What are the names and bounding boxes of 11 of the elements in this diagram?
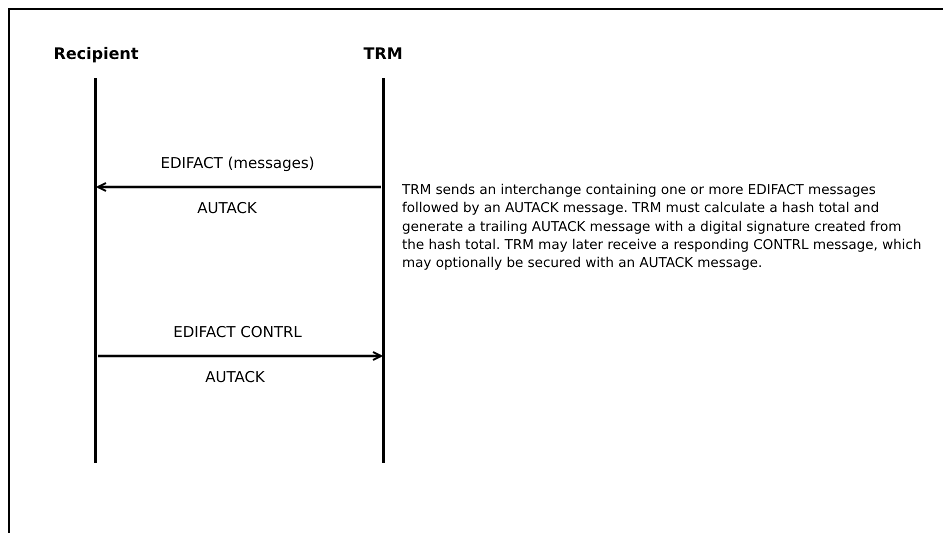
description-text: TRM sends an interchange containing one or more EDIFACT messages followed by an AUTACK message. TRM must calculate a hash total and generate a trailing AUTACK message with a digital signature created from the hash total. TRM may later receive a responding CONTRL message, which may optionally be secured with an AUTACK message. [402,181,922,272]
message-label: AUTACK [205,368,265,386]
edge-label: EDIFACT (messages) [160,154,315,172]
edge-label: EDIFACT CONTRL [173,323,302,341]
participant-name: TRM [364,44,403,64]
message-arrow [97,182,381,192]
message-arrow [98,351,382,361]
participant [364,44,403,463]
message-label: AUTACK [197,199,257,217]
participant [54,44,138,463]
participant-name: Recipient [54,44,138,64]
